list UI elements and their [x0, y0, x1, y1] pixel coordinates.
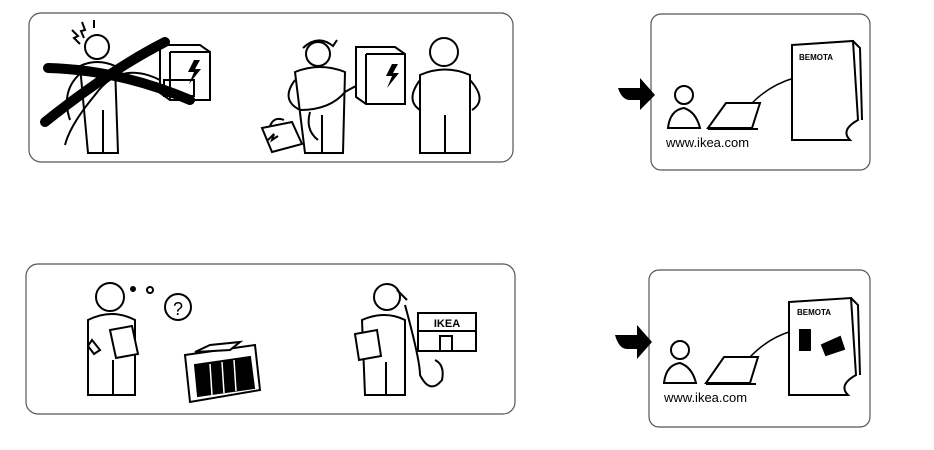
store-sign: IKEA	[434, 318, 460, 330]
bystander-figure	[411, 37, 481, 154]
booklet-icon	[788, 296, 861, 396]
open-electric-box	[355, 46, 406, 105]
info-card-2: BEMOTA www.ikea.com	[648, 269, 871, 428]
ikea-store-icon	[417, 312, 477, 352]
prohibited-cross	[40, 37, 195, 127]
booklet-title: BEMOTA	[797, 308, 831, 317]
electrician-figure-icon	[260, 39, 379, 154]
cooker-hood-icon	[183, 340, 262, 404]
website-link[interactable]: www.ikea.com	[663, 390, 747, 405]
safety-panel	[28, 12, 514, 163]
booklet-icon	[791, 39, 863, 141]
pointing-arrow-icon	[615, 325, 652, 359]
pointing-arrow-icon	[618, 78, 655, 110]
help-panel: ? IKEA	[25, 263, 516, 415]
person-at-laptop-figure	[662, 330, 793, 385]
info-card-1: BEMOTA www.ikea.com	[650, 13, 871, 171]
question-mark: ?	[173, 299, 183, 319]
booklet-title: BEMOTA	[799, 53, 833, 62]
confused-person-figure	[86, 282, 192, 396]
person-at-laptop-figure	[666, 77, 795, 130]
caller-figure	[353, 283, 444, 396]
high-voltage-icon	[188, 60, 201, 84]
website-link[interactable]: www.ikea.com	[665, 135, 749, 150]
cable	[64, 71, 161, 146]
